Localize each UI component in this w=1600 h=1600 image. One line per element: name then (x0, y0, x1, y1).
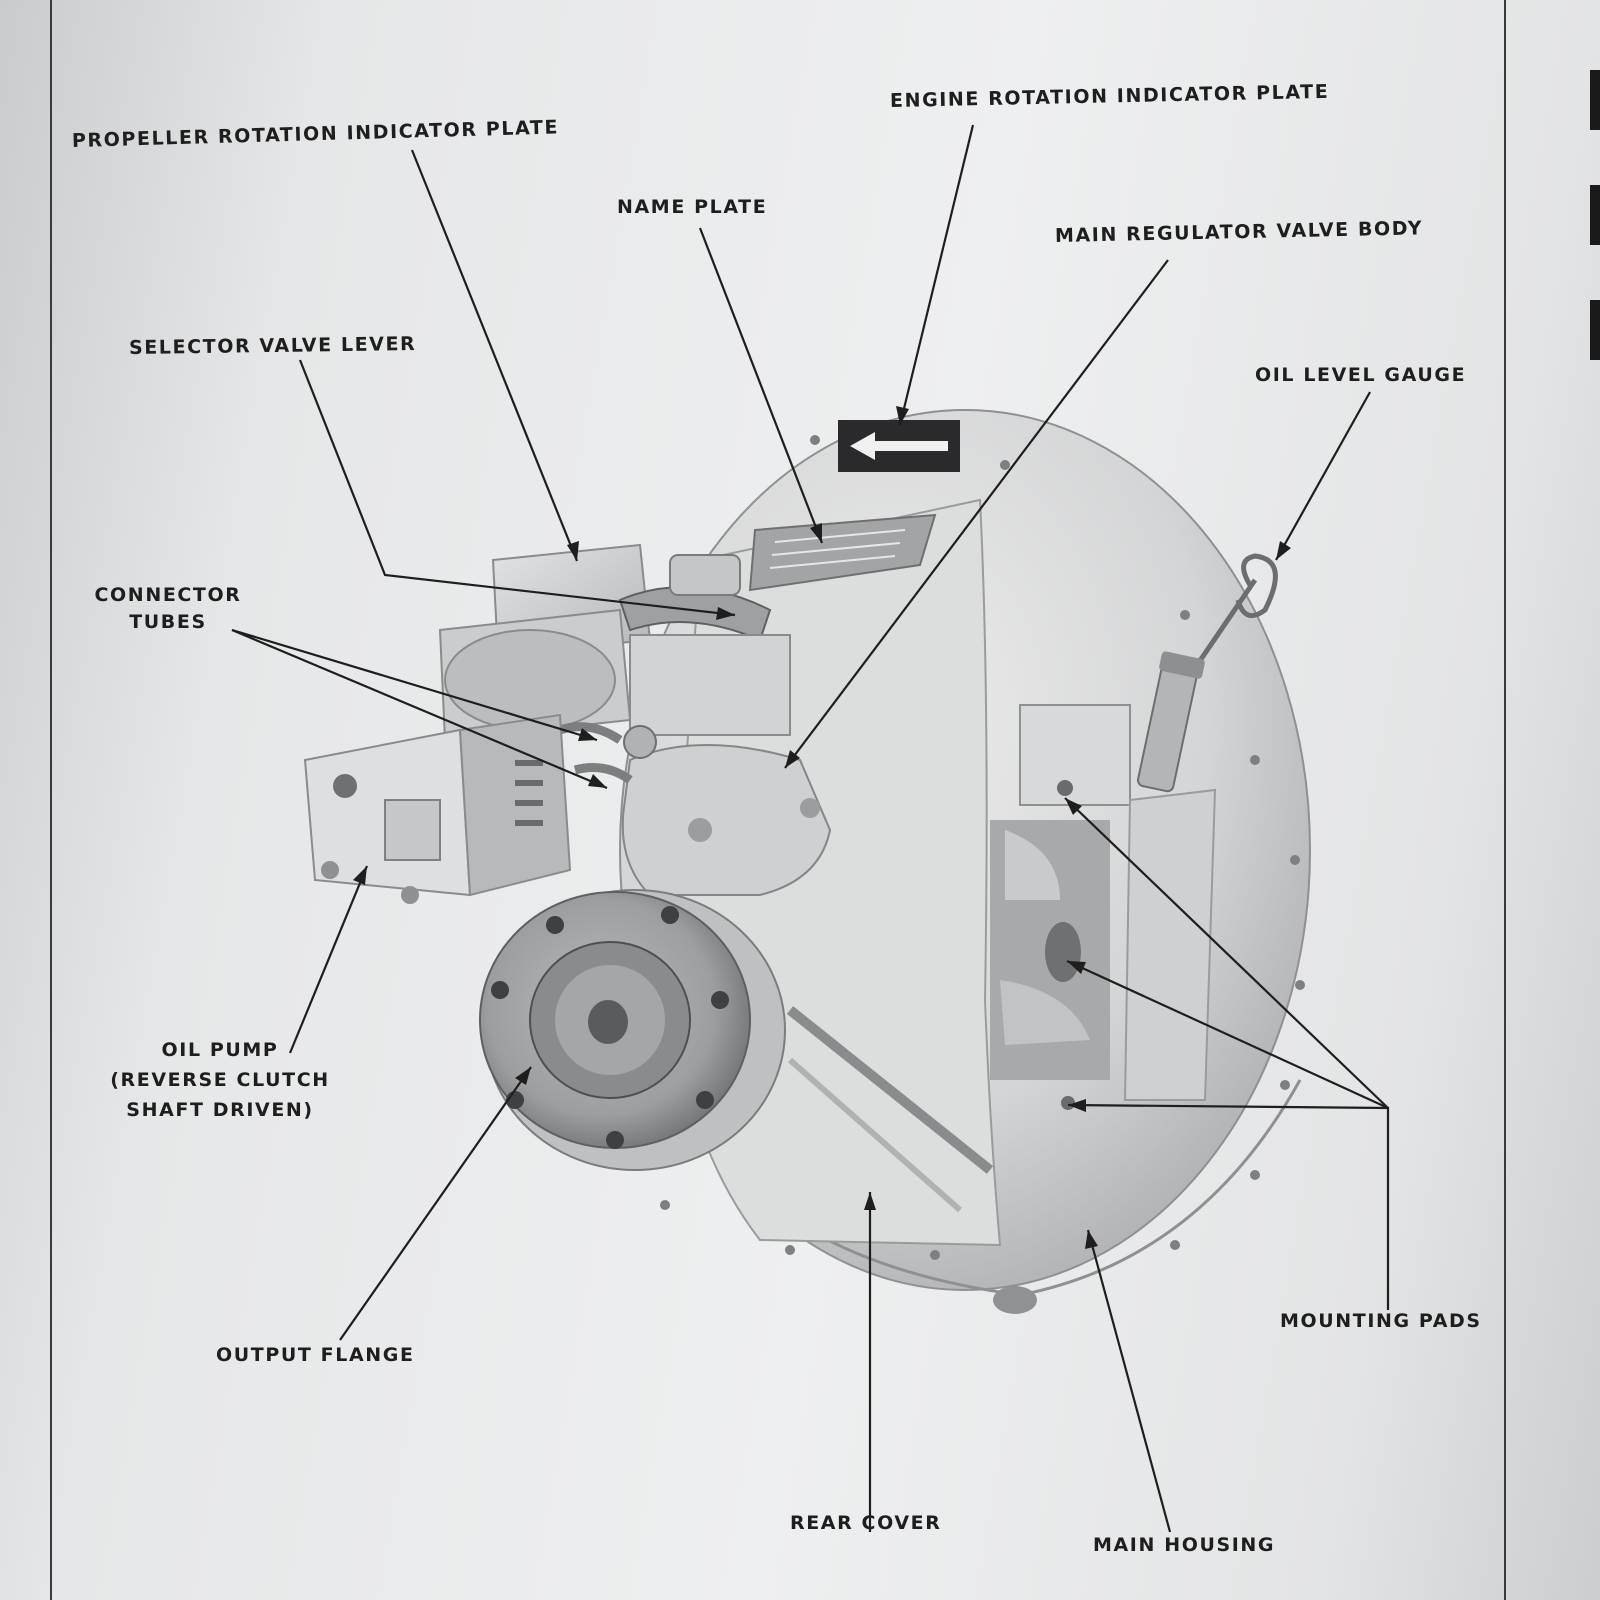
label-name-plate: NAME PLATE (617, 196, 768, 218)
name-plate-shape (748, 513, 937, 592)
main-regulator-valve-body-shape (621, 725, 832, 896)
output-flange-shape (479, 889, 786, 1171)
page-frame-line-right (1504, 0, 1506, 1600)
page-frame-line-left (50, 0, 52, 1600)
label-oil-pump-line-1: OIL PUMP (161, 1039, 279, 1061)
label-mounting-pads: MOUNTING PADS (1280, 1310, 1482, 1332)
label-output-flange: OUTPUT FLANGE (216, 1344, 415, 1366)
label-selector-valve-lever: SELECTOR VALVE LEVER (128, 332, 417, 359)
label-connector-tubes-line-2: TUBES (129, 611, 207, 633)
oil-pump-shape (303, 713, 572, 904)
leader-lines (231, 124, 1390, 1533)
label-connector-tubes: CONNECTOR TUBES (88, 582, 248, 636)
label-oil-level-gauge: OIL LEVEL GAUGE (1255, 364, 1467, 386)
label-oil-pump-line-3: SHAFT DRIVEN) (126, 1099, 314, 1121)
page-edge-mark (1590, 300, 1600, 360)
label-main-housing: MAIN HOUSING (1093, 1534, 1276, 1556)
label-rear-cover: REAR COVER (790, 1512, 942, 1534)
connector-tubes-shape (558, 722, 633, 784)
oil-level-gauge-shape (1136, 553, 1278, 793)
page-edge-mark (1590, 70, 1600, 130)
label-connector-tubes-line-1: CONNECTOR (94, 584, 242, 606)
mounting-pads-shape (990, 704, 1217, 1110)
selector-valve-lever-shape (618, 554, 791, 736)
control-block-shape (438, 543, 652, 742)
engine-rotation-plate-shape (838, 420, 960, 472)
page-edge-mark (1590, 185, 1600, 245)
label-oil-pump-line-2: (REVERSE CLUTCH (110, 1069, 330, 1091)
label-oil-pump: OIL PUMP (REVERSE CLUTCH SHAFT DRIVEN) (90, 1035, 350, 1125)
